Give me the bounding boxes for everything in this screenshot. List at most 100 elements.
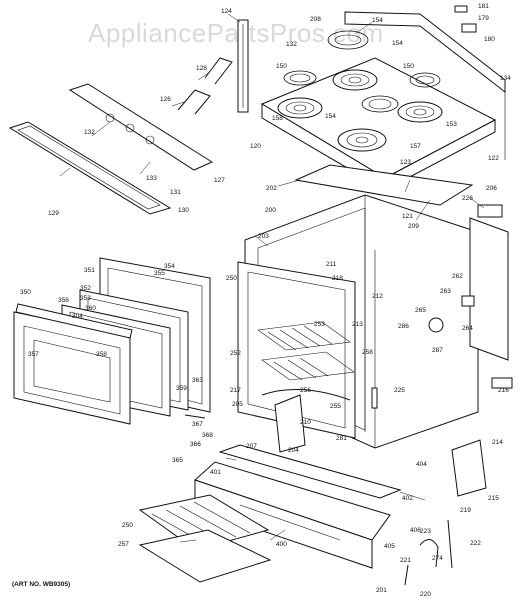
label-123: 123 [400,159,411,166]
vent-trim[interactable] [237,19,249,113]
label-133: 133 [146,175,157,182]
label-281: 281 [336,435,347,442]
label-368: 368 [202,432,213,439]
kick-panel-401[interactable] [218,444,402,499]
label-202: 202 [266,185,277,192]
label-257: 257 [118,541,129,548]
label-262: 262 [452,273,463,280]
bracket-214[interactable] [451,439,487,497]
label-132: 132 [286,41,297,48]
terminal-block-206[interactable] [477,204,503,218]
terminal-block-216[interactable] [491,377,513,389]
label-213: 213 [352,321,363,328]
label-218: 218 [332,275,343,282]
label-124: 124 [221,8,232,15]
label-127: 127 [214,177,225,184]
label-200: 200 [265,207,276,214]
label-256: 256 [300,387,311,394]
label-404: 404 [416,461,427,468]
leveling-leg-parts[interactable] [404,519,453,586]
watermark: AppliancePartsPros.com [88,18,384,48]
label-154-c: 154 [325,113,336,120]
oven-rack-lower[interactable] [261,351,355,381]
burner-box-202[interactable] [294,164,474,206]
surface-unit-large-left[interactable] [277,97,323,119]
label-134: 134 [500,75,511,82]
bracket-128[interactable] [204,57,233,85]
label-367: 367 [192,421,203,428]
label-365: 365 [172,457,183,464]
coil-element-right[interactable] [361,95,399,113]
coil-element-far-right[interactable] [409,72,441,88]
label-214: 214 [492,439,503,446]
switch-265[interactable] [461,295,475,307]
label-126: 126 [160,96,171,103]
coil-element-left[interactable] [283,70,317,86]
backsplash-trim[interactable] [344,11,506,160]
label-274: 274 [432,555,443,562]
leader-lines [59,13,485,543]
label-203: 203 [258,233,269,240]
surface-unit-right-front[interactable] [337,128,387,152]
label-252: 252 [230,350,241,357]
surface-unit-right-back[interactable] [397,101,443,123]
label-223: 223 [420,528,431,535]
label-219: 219 [460,507,471,514]
label-212: 212 [372,293,383,300]
label-265: 265 [415,307,426,314]
thermostat-286[interactable] [428,317,444,333]
bracket-126[interactable] [177,89,211,115]
label-402: 402 [402,495,413,502]
label-204: 204 [288,447,299,454]
oven-rack-upper[interactable] [257,321,351,351]
label-211: 211 [326,261,337,268]
label-352: 352 [80,285,91,292]
art-number: (ART NO. WB9305) [12,581,70,588]
label-400: 400 [276,541,287,548]
label-216: 216 [498,387,509,394]
part-labels: 124 208 154 181 179 180 132 154 128 150 … [20,3,511,598]
label-406: 406 [410,527,421,534]
label-157: 157 [410,143,421,150]
bake-element-256[interactable] [261,389,351,401]
oven-frame[interactable] [237,261,356,439]
label-154: 154 [372,17,383,24]
label-287: 287 [432,347,443,354]
label-180: 180 [484,36,495,43]
label-179: 179 [478,15,489,22]
control-panel-strip[interactable] [68,83,214,171]
label-158: 158 [272,115,283,122]
label-154-b: 154 [392,40,403,47]
side-panel-226[interactable] [469,217,509,361]
label-351: 351 [84,267,95,274]
label-206: 206 [486,185,497,192]
bracket-180[interactable] [461,23,477,33]
label-255: 255 [330,403,341,410]
label-205: 205 [232,401,243,408]
panel-trim-129[interactable] [8,121,172,215]
label-122: 122 [488,155,499,162]
hinge-357-359[interactable] [184,414,206,419]
bracket-281[interactable] [274,394,306,453]
element-225[interactable] [371,387,378,409]
label-217: 217 [230,387,241,394]
bracket-181[interactable] [454,5,468,13]
label-181: 181 [478,3,489,10]
label-210: 210 [300,419,311,426]
surface-unit-left-back[interactable] [332,69,378,91]
coil-element-center[interactable] [327,30,369,50]
label-209: 209 [408,223,419,230]
label-128: 128 [196,65,207,72]
label-201: 201 [376,587,387,594]
label-357: 357 [28,351,39,358]
door-handle-357[interactable] [15,303,133,339]
label-225: 225 [394,387,405,394]
label-222: 222 [470,540,481,547]
label-226: 226 [462,195,473,202]
label-360: 360 [85,305,96,312]
broiler-pan[interactable] [138,529,272,583]
label-355: 355 [154,270,165,277]
label-221: 221 [400,557,411,564]
